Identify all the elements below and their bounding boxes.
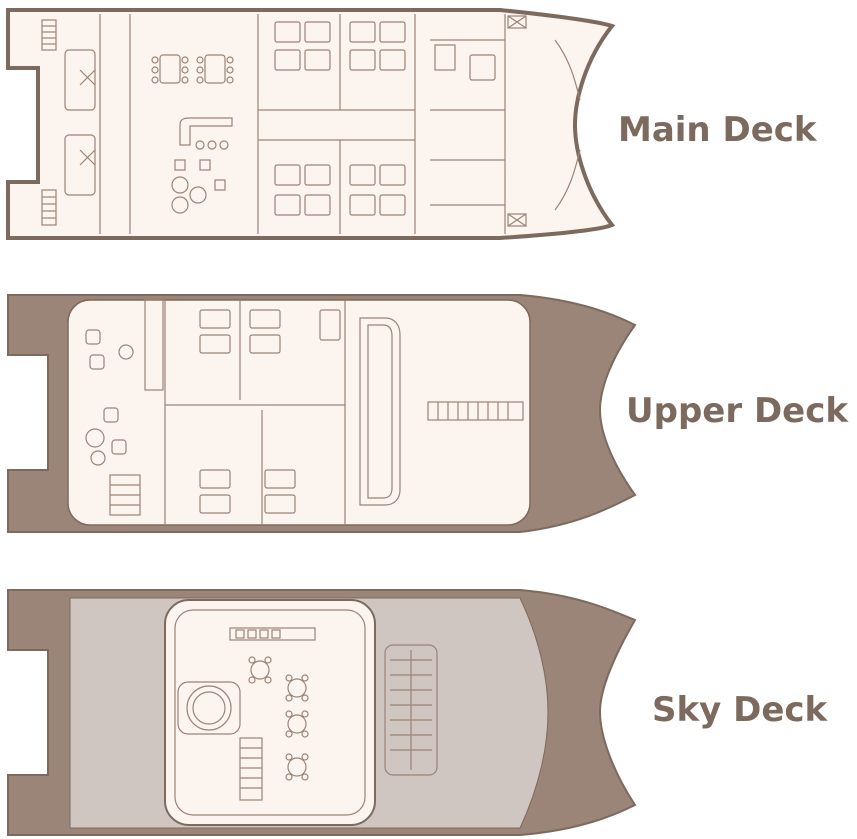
sky-deck-plan	[7, 589, 637, 836]
sky-deck-label: Sky Deck	[652, 690, 828, 730]
main-deck-hull	[6, 8, 616, 240]
main-deck-plan	[6, 8, 616, 240]
main-deck-label: Main Deck	[618, 110, 817, 150]
upper-deck-label: Upper Deck	[626, 391, 848, 431]
upper-deck-floor	[67, 299, 531, 526]
main-stairs-top	[41, 19, 57, 51]
main-stairs-bottom	[41, 189, 57, 226]
sky-deck-lounge	[164, 599, 376, 826]
upper-deck-plan	[7, 294, 637, 533]
